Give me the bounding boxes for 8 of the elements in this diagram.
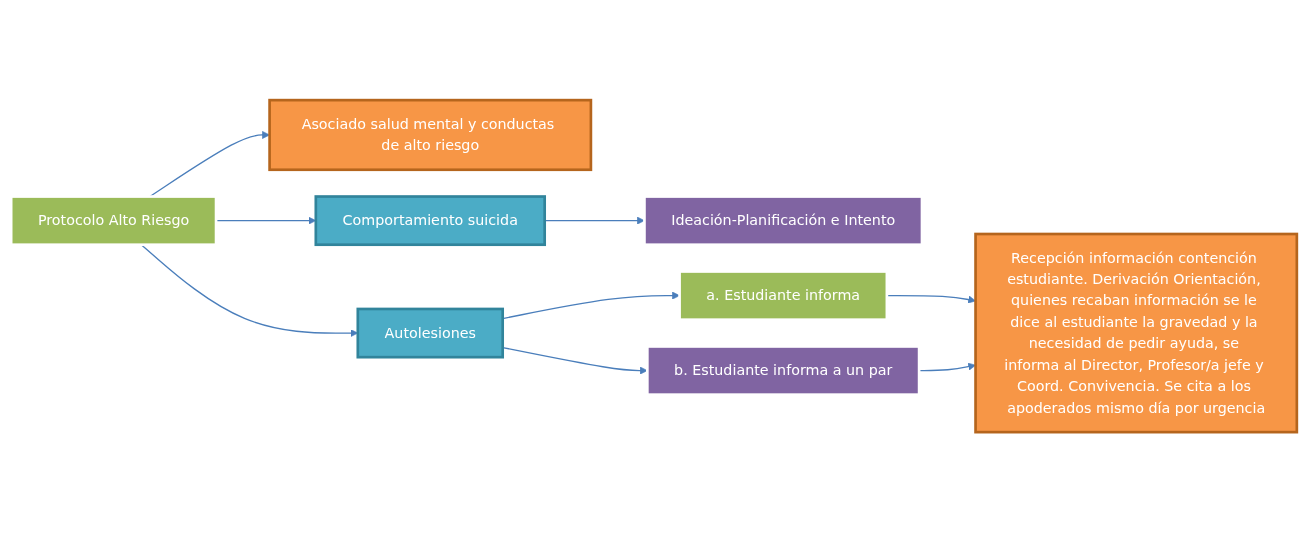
node-box: Comportamiento suicida: [313, 195, 546, 247]
node-box: a. Estudiante informa: [677, 270, 888, 322]
node-box: Ideación-Planificación e Intento: [642, 195, 923, 247]
node-box: Autolesiones: [355, 308, 504, 359]
node-box: Recepción información contención estudiante. Derivación Orientación, quienes recaban información se le dice al estudiante la gravedad y la necesidad de pedir ayuda, se informa al Director, Profesor/a jefe y Coord. Convivencia. Se cita a los apoderados mismo día por urgencia: [973, 233, 1298, 434]
node-box: Protocolo Alto Riesgo: [9, 195, 217, 247]
node-box: b. Estudiante informa a un par: [645, 345, 920, 397]
node-box: Asociado salud mental y conductas de alto riesgo: [267, 99, 592, 172]
